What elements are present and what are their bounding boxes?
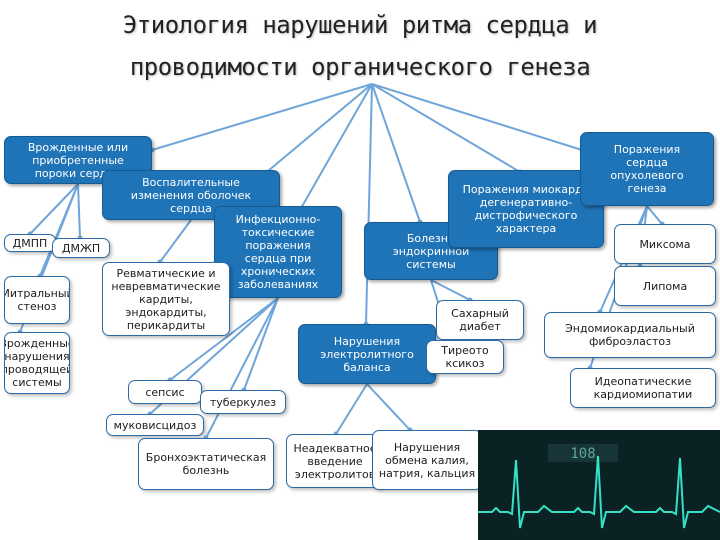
node-thyrotoxicosis: Тиреото ксикоз (426, 340, 504, 374)
node-electrolyte-balance: Нарушения электролитного баланса (298, 324, 436, 384)
node-myocardial-lesions: Поражения миокарда дегенеративно- дистро… (448, 170, 604, 248)
diagram-title: Этиология нарушений ритма сердца и прово… (122, 11, 598, 81)
connector-hub-to-inflammatory-membranes (261, 83, 373, 177)
ecg-trace (478, 455, 720, 529)
connector-electrolyte-balance-to-inadequate-electrolytes (335, 383, 368, 435)
node-bronchiectasis: Бронхоэктатическая болезнь (138, 438, 274, 490)
node-cystic-fibrosis: муковисцидоз (106, 414, 204, 436)
node-lipoma: Липома (614, 266, 716, 306)
node-inadequate-electrolytes: Неадекватное введение электролитов (286, 434, 384, 488)
connector-hub-to-tumor-lesions (371, 83, 583, 151)
node-dmpp: ДМПП (4, 234, 56, 252)
connector-hub-to-infectious-toxic (299, 83, 373, 211)
node-sepsis: сепсис (128, 380, 202, 404)
node-mitral-stenosis: Митральный стеноз (4, 276, 70, 324)
connector-electrolyte-balance-to-potassium-calcium (366, 383, 411, 431)
connector-congenital-defects-to-dmpp (29, 183, 79, 235)
node-potassium-calcium: Нарушения обмена калия, натрия, кальция (372, 430, 482, 490)
node-rheumatic: Ревматические и невревматические кардиты… (102, 262, 230, 336)
node-idiopathic-cardiomyopathy: Идеопатические кардиомиопатии (570, 368, 716, 408)
node-infectious-toxic: Инфекционно- токсические поражения сердц… (214, 206, 342, 298)
connector-inflammatory-membranes-to-rheumatic (159, 219, 192, 263)
node-dmzhp: ДМЖП (52, 238, 110, 258)
node-inflammatory-membranes: Воспалительные изменения оболочек сердца (102, 170, 280, 220)
connector-hub-to-endocrine (371, 83, 421, 223)
node-myxoma: Миксома (614, 224, 716, 264)
connector-endocrine-to-diabetes (430, 279, 471, 301)
connector-hub-to-myocardial-lesions (371, 83, 521, 173)
node-congenital-conduction: Врожденные нарушения проводящей системы (4, 332, 70, 394)
connector-infectious-toxic-to-tuberculosis (243, 297, 279, 391)
connector-infectious-toxic-to-sepsis (169, 297, 279, 381)
node-tumor-lesions: Поражения сердца опухолевого генеза (580, 132, 714, 206)
connector-tumor-lesions-to-myxoma (646, 205, 663, 225)
connector-hub-to-congenital-defects (151, 83, 373, 151)
connector-infectious-toxic-to-bronchiectasis (205, 297, 279, 439)
node-diabetes: Сахарный диабет (436, 300, 524, 340)
node-endomyocardial: Эндомиокардиальный фиброэластоз (544, 312, 716, 358)
connector-congenital-defects-to-dmzhp (77, 183, 81, 239)
ecg-monitor-image: 108 (478, 430, 720, 540)
node-tuberculosis: туберкулез (200, 390, 286, 414)
connector-hub-to-electrolyte-balance (365, 83, 373, 325)
ecg-readout: 108 (570, 446, 595, 462)
